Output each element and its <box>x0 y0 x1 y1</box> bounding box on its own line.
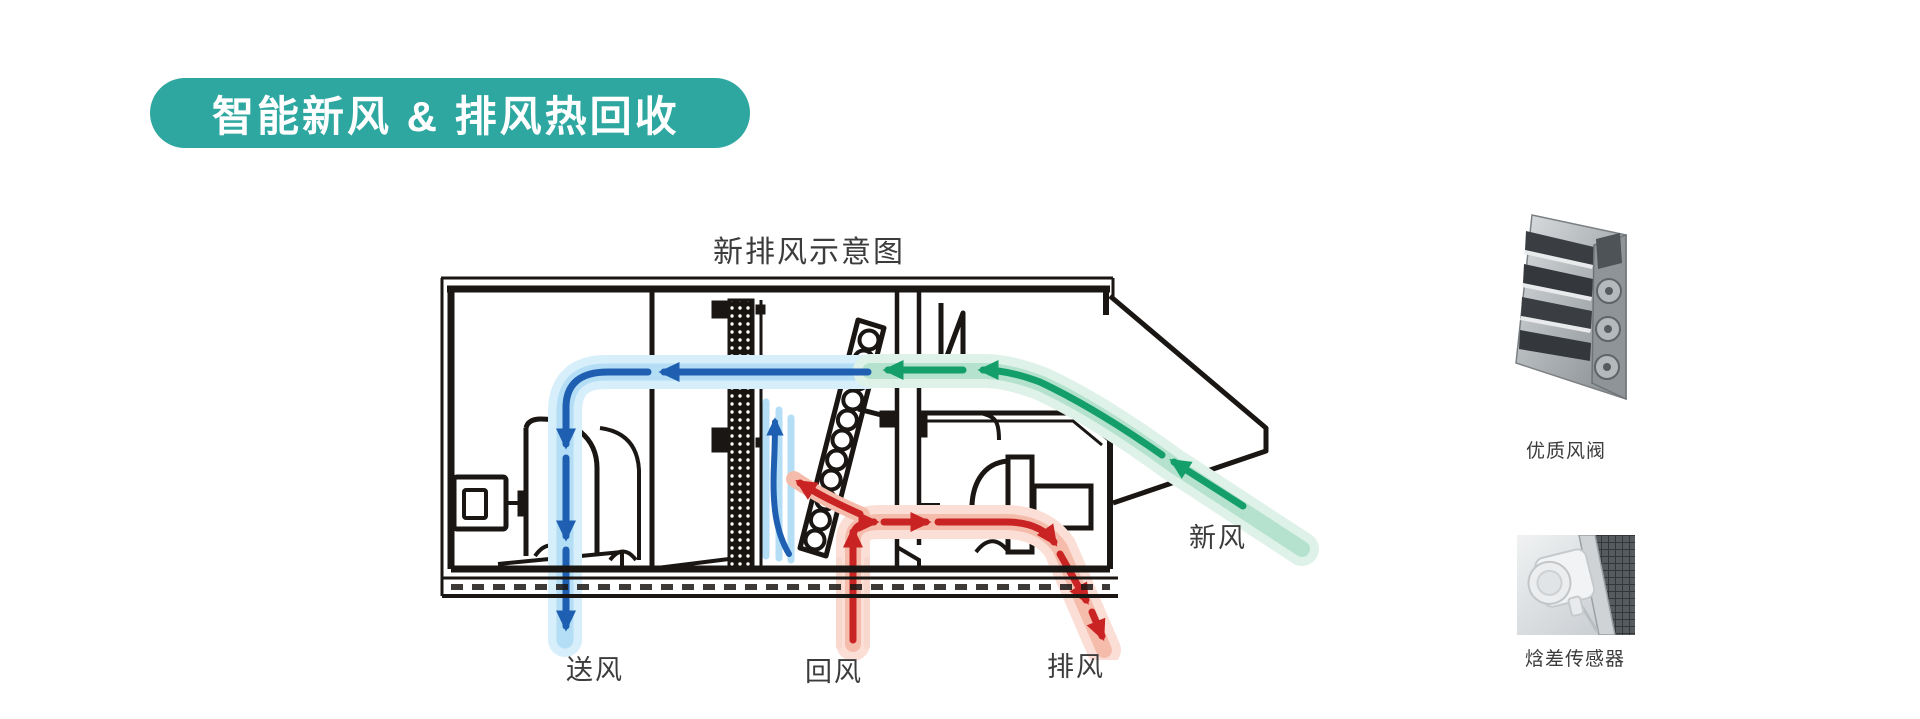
banner-title: 智能新风 & 排风热回收 <box>212 92 680 140</box>
label-exhaust-air: 排风 <box>1047 652 1105 682</box>
filter-bracket-top <box>711 300 730 319</box>
damper-motor-hub <box>1605 287 1613 295</box>
label-return-air: 回风 <box>805 657 863 687</box>
damper-blade <box>1522 283 1592 301</box>
supply-fan <box>451 416 641 562</box>
shelf-inner <box>920 419 1103 447</box>
damper-slot <box>1521 297 1592 329</box>
sensor-body <box>1527 548 1596 617</box>
damper-linkage <box>938 303 966 375</box>
guide-vane <box>979 411 1001 441</box>
air-flows <box>548 354 1319 660</box>
damper-blade <box>1524 250 1593 269</box>
sensor-photo <box>1517 535 1635 635</box>
label-damper: 优质风阀 <box>1525 441 1607 462</box>
fresh-arrows <box>882 359 1247 510</box>
shelf-tab <box>917 410 928 438</box>
damper-actuator <box>1596 233 1622 269</box>
damper-slot <box>1519 330 1591 361</box>
diagram-title: 新排风示意图 <box>713 236 905 269</box>
filter-bracket-mid <box>711 427 730 453</box>
label-fresh-air: 新风 <box>1189 523 1247 553</box>
ahu-schematic-svg <box>440 276 1319 660</box>
label-supply-air: 送风 <box>566 655 624 685</box>
section-banner: 智能新风 & 排风热回收 <box>150 78 750 148</box>
damper-slot <box>1523 264 1593 297</box>
damper-motor-hub <box>1603 363 1611 371</box>
damper-motor-hub <box>1604 325 1612 333</box>
damper-blade <box>1520 316 1591 333</box>
return-wisps <box>836 557 870 649</box>
return-exhaust-arrows <box>795 479 1106 644</box>
center-duct-foot <box>895 545 921 568</box>
duct-tab-left <box>879 410 898 428</box>
base-rails <box>442 565 1118 598</box>
frame-clip-top <box>755 304 766 315</box>
filter-panel <box>727 298 755 570</box>
damper-photo <box>1515 214 1627 401</box>
label-sensor: 焓差传感器 <box>1524 649 1626 670</box>
damper-slot <box>1525 231 1594 265</box>
